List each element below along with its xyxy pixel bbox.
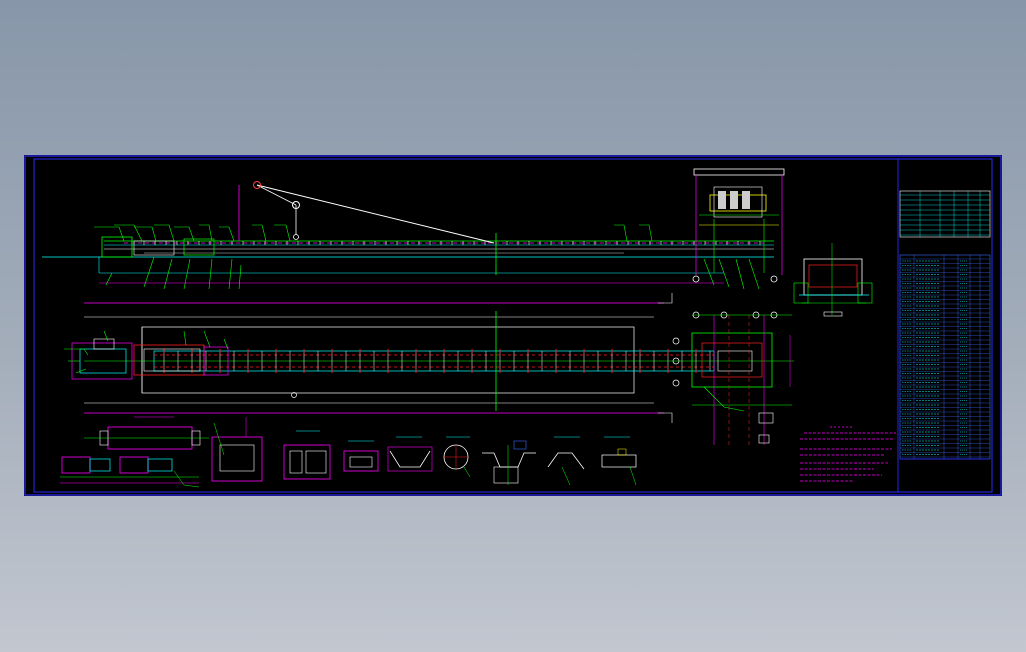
elevation-idler-ticks [143, 241, 761, 245]
elevation-leaders-right [614, 224, 760, 290]
plan-idler-ticks [163, 349, 711, 373]
idler-icon [482, 452, 536, 468]
plan-leaders-left [64, 330, 229, 374]
pulley-icon [293, 234, 299, 240]
cad-drawing [24, 155, 1002, 496]
detail-views [60, 416, 637, 488]
elevation-view [42, 168, 785, 290]
pulley-icon [253, 181, 261, 189]
idler-icon [343, 450, 379, 472]
belt-icon [547, 452, 585, 470]
drawing-sheet[interactable] [24, 155, 1002, 496]
plan-view [64, 293, 794, 445]
drive-motor-icon [61, 456, 91, 474]
bill-of-materials-table [900, 255, 990, 459]
drive-motor-icon [119, 456, 149, 474]
idler-icon [601, 454, 637, 468]
sheet-outer-frame [24, 155, 1002, 496]
parts-tables [897, 159, 991, 492]
revision-table [900, 191, 990, 237]
technical-notes [800, 426, 896, 482]
elevation-leaders-left [94, 224, 291, 290]
idler-icon [389, 450, 431, 468]
sheet-inner-border [33, 158, 993, 493]
drive-motor-icon [718, 191, 750, 209]
cross-section-view [793, 243, 873, 317]
pulley-icon [292, 201, 300, 209]
